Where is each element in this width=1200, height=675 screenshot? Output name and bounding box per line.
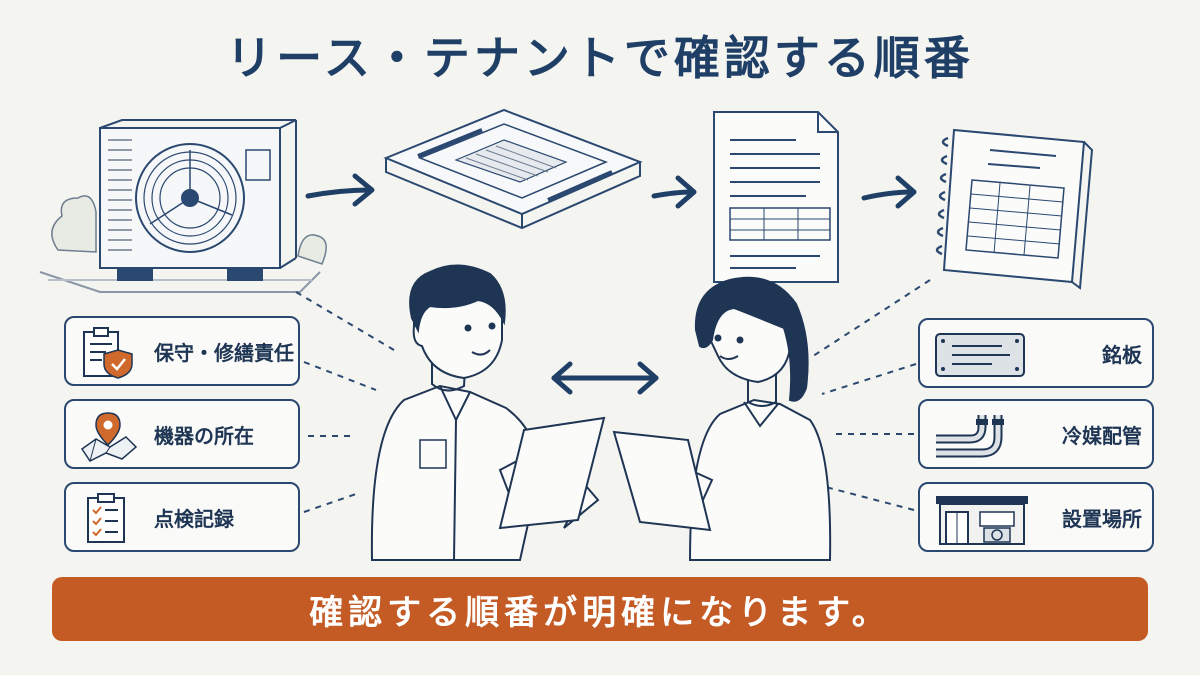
left-item-inspection-records: 点検記録 [64,482,300,552]
map-pin-icon [80,412,138,462]
right-item-label: 冷媒配管 [1062,423,1142,448]
tenant-person-icon [638,276,832,561]
ceiling-cassette-ac-icon [383,108,643,230]
right-item-installation-site: 設置場所 [918,482,1154,552]
building-location-icon [936,496,1028,545]
nameplate-icon [935,333,1025,377]
document-icon [713,111,839,283]
right-item-label: 設置場所 [1062,506,1142,531]
left-item-equipment-location: 機器の所在 [64,399,300,469]
page-title: リース・テナントで確認する順番 [226,31,974,85]
dashed-connectors [295,279,931,513]
flow-arrow-3 [861,175,917,209]
technician-person-icon [370,264,600,561]
right-item-label: 銘板 [1102,342,1142,367]
flow-arrow-1 [305,173,375,207]
flow-arrow-2 [651,175,697,209]
right-item-refrigerant-piping: 冷媒配管 [918,399,1154,469]
left-item-label: 保守・修繕責任 [154,340,294,365]
left-item-maintenance-responsibility: 保守・修繕責任 [64,316,300,386]
checklist-icon [87,493,125,543]
paper-sheet-right [612,430,712,532]
left-item-label: 機器の所在 [154,423,254,448]
conclusion-banner: 確認する順番が明確になります。 [52,577,1148,641]
refrigerant-pipe-icon [936,415,1004,458]
right-item-nameplate: 銘板 [918,318,1154,388]
left-item-label: 点検記録 [154,506,234,531]
outdoor-ac-unit-icon [39,119,327,293]
clipboard-shield-icon [83,327,133,379]
exchange-double-arrow [551,361,659,395]
notebook-table-icon [935,128,1094,290]
paper-sheet-left [498,416,606,530]
